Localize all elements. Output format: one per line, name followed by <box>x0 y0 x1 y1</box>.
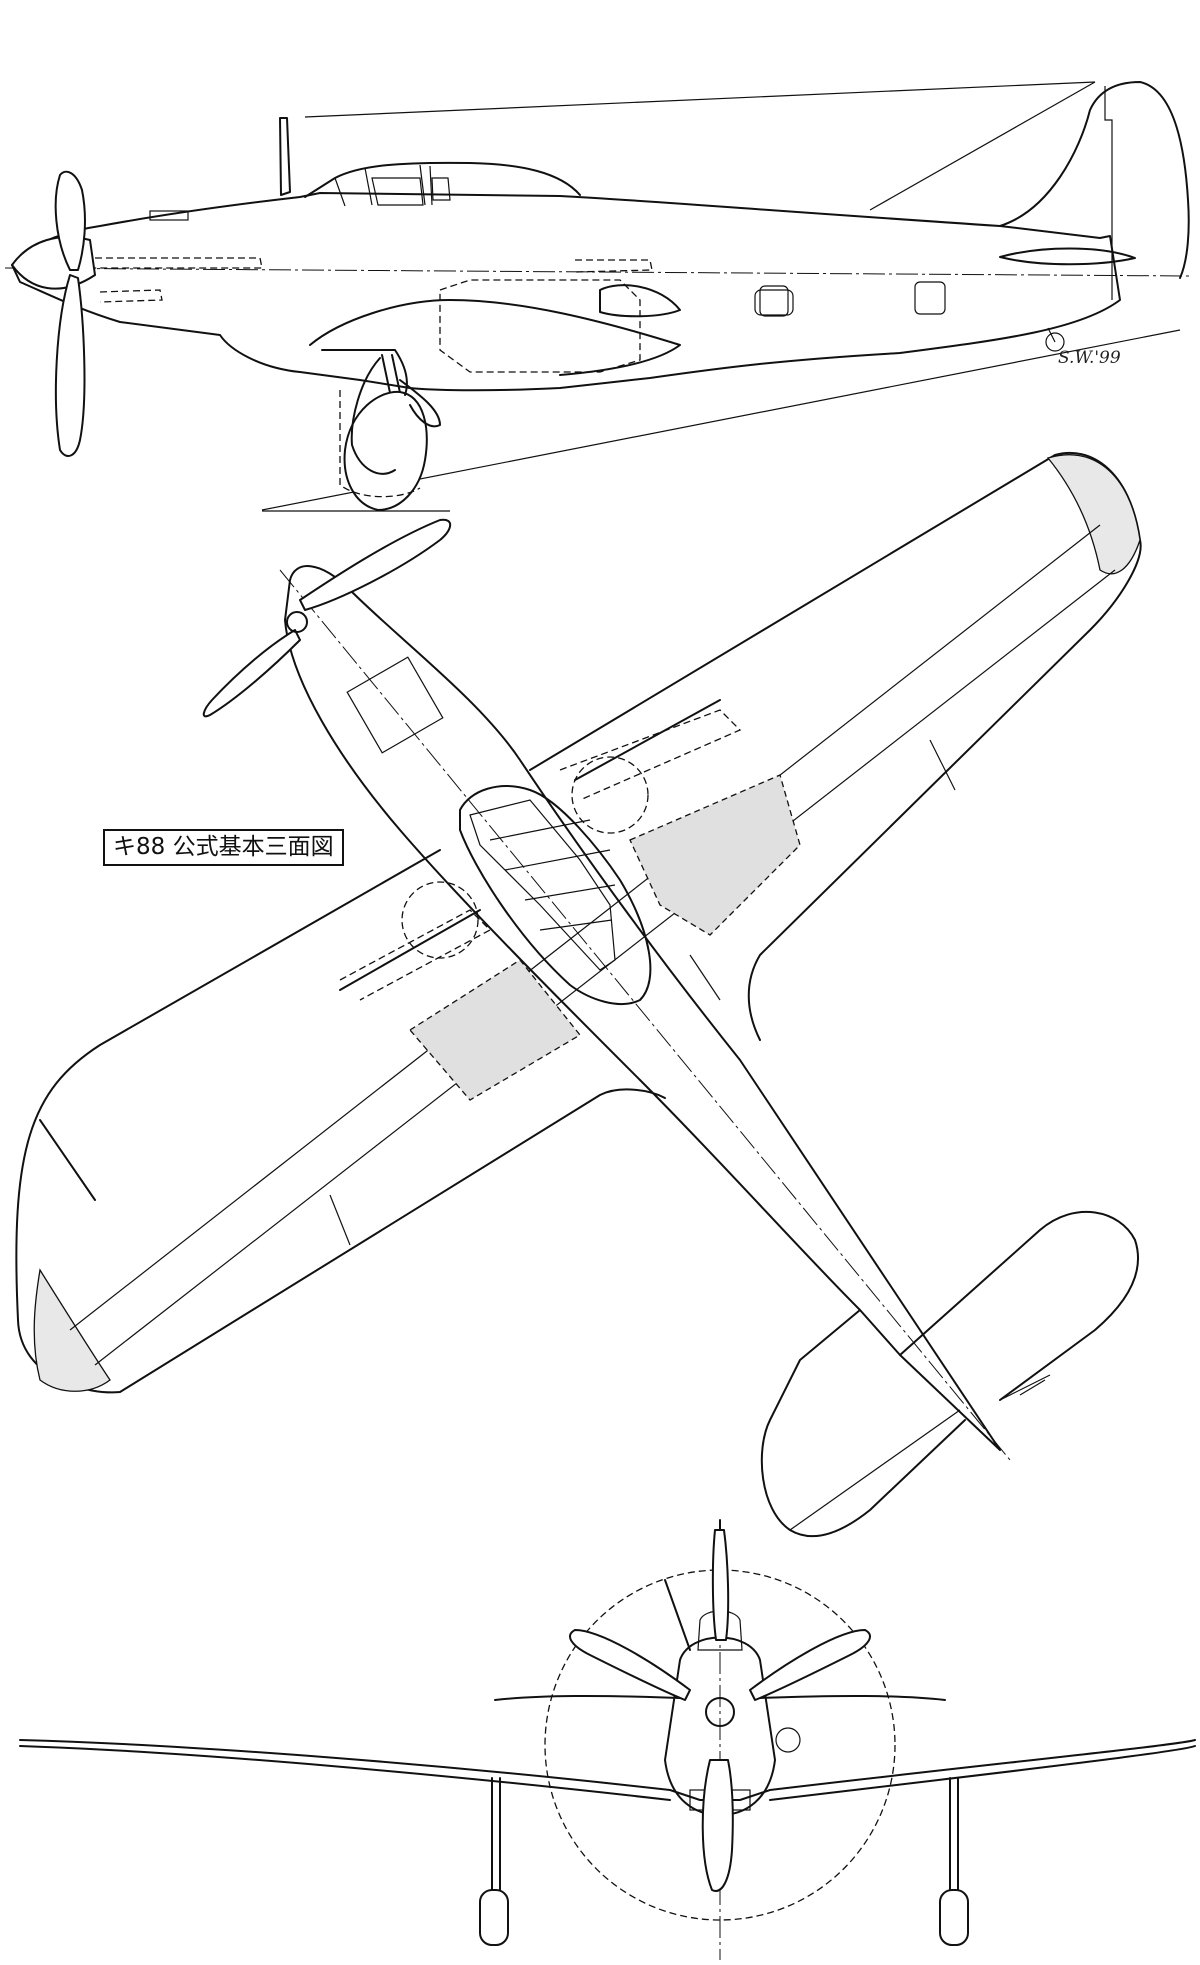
artist-signature: S.W.'99 <box>1058 348 1121 368</box>
front-view <box>19 1519 1196 1960</box>
plan-view <box>15 451 1142 1538</box>
drawing-title-label: キ88 公式基本三面図 <box>103 829 344 866</box>
side-view <box>4 81 1191 512</box>
